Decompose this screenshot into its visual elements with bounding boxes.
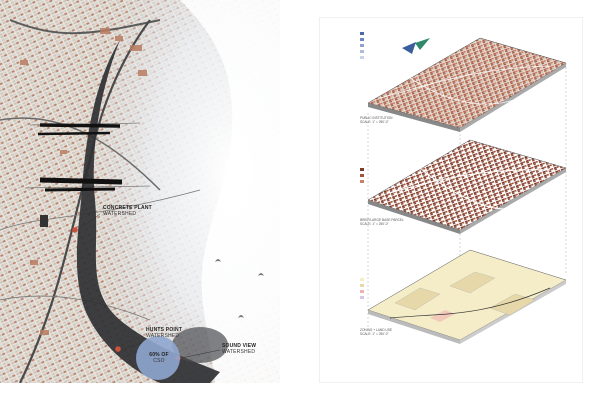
axonometric-layers-board: PUBLIC INSTITUTION SCALE: 1" = 250'-0" B…: [320, 18, 582, 382]
label-sound-view: SOUND VIEW WATERSHED: [222, 343, 257, 355]
layer-1-caption: PUBLIC INSTITUTION SCALE: 1" = 250'-0": [360, 116, 393, 124]
label-concrete-plant: CONCRETE PLANT WATERSHED: [103, 205, 152, 217]
watershed-map-graphic: [0, 0, 280, 383]
watershed-map-board: CONCRETE PLANT WATERSHED HUNTS POINT WAT…: [0, 0, 280, 383]
axonometric-layers-graphic: [360, 32, 567, 344]
layer-2-caption: BRIEF/LARGE BASE PARCEL SCALE: 1" = 250'…: [360, 218, 404, 226]
cso-percentage-label: 60% OF CSO: [149, 352, 169, 364]
layer-3-caption: ZONING + LAND USE SCALE: 1" = 250'-0": [360, 328, 392, 336]
label-hunts-point: HUNTS POINT WATERSHED: [146, 327, 183, 339]
cso-circle: [136, 336, 180, 380]
